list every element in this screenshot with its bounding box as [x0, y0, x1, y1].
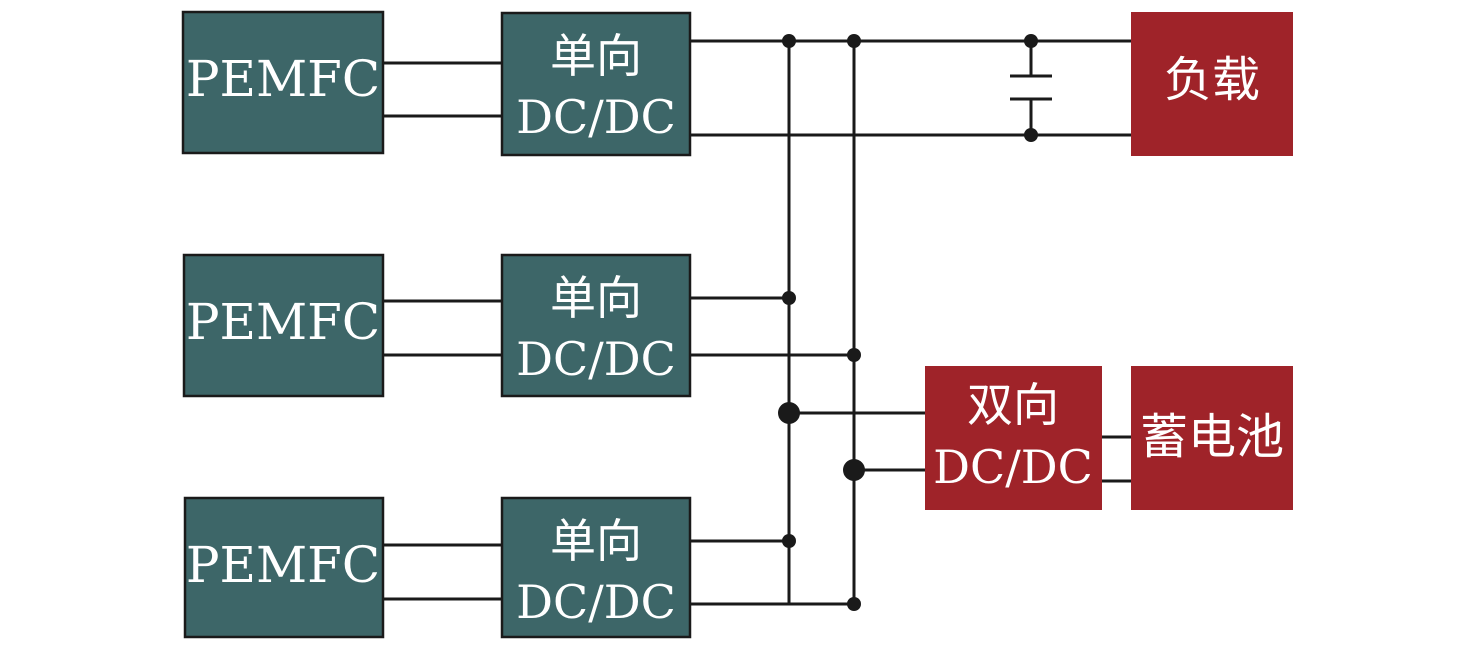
junction-dot — [782, 291, 796, 305]
battery-block: 蓄电池 — [1131, 366, 1293, 510]
pemfc-box — [181, 10, 385, 155]
battery-box — [1131, 366, 1293, 510]
converter-label-line2: DC/DC — [516, 332, 676, 386]
junctions — [778, 34, 1038, 611]
junction-dot — [778, 402, 800, 424]
bidirectional-label-line1: 双向 — [967, 378, 1059, 432]
pemfc-label: PEMFC — [186, 50, 380, 108]
junction-dot — [782, 534, 796, 548]
pemfc-box — [182, 253, 385, 398]
wiring — [383, 39, 1131, 606]
load-block: 负载 — [1131, 12, 1293, 156]
converter-box — [500, 253, 692, 398]
pemfc-box — [183, 496, 385, 639]
capacitor-symbol — [1010, 41, 1052, 135]
bidirectional-dcdc-block: 双向 DC/DC — [925, 366, 1102, 510]
pemfc-block-1: PEMFC — [181, 10, 385, 155]
battery-label: 蓄电池 — [1140, 409, 1284, 465]
junction-dot — [1024, 34, 1038, 48]
unidirectional-dcdc-block-3: 单向 DC/DC — [500, 496, 692, 639]
junction-dot — [843, 459, 865, 481]
load-label: 负载 — [1164, 52, 1260, 108]
junction-dot — [847, 597, 861, 611]
junction-dot — [847, 348, 861, 362]
converter-label-line1: 单向 — [550, 29, 642, 83]
junction-dot — [1024, 128, 1038, 142]
pemfc-block-3: PEMFC — [183, 496, 385, 639]
junction-dot — [847, 34, 861, 48]
converter-label-line1: 单向 — [550, 271, 642, 325]
unidirectional-dcdc-block-1: 单向 DC/DC — [500, 11, 692, 157]
load-box — [1131, 12, 1293, 156]
bidirectional-label-line2: DC/DC — [933, 440, 1093, 494]
converter-box — [500, 496, 692, 639]
converter-label-line2: DC/DC — [516, 90, 676, 144]
junction-dot — [782, 34, 796, 48]
unidirectional-dcdc-block-2: 单向 DC/DC — [500, 253, 692, 398]
bidirectional-converter-box — [925, 366, 1102, 510]
pemfc-block-2: PEMFC — [182, 253, 385, 398]
pemfc-label: PEMFC — [186, 293, 380, 351]
pemfc-label: PEMFC — [186, 536, 380, 594]
converter-label-line2: DC/DC — [516, 575, 676, 629]
converter-label-line1: 单向 — [550, 514, 642, 568]
converter-box — [500, 11, 692, 157]
